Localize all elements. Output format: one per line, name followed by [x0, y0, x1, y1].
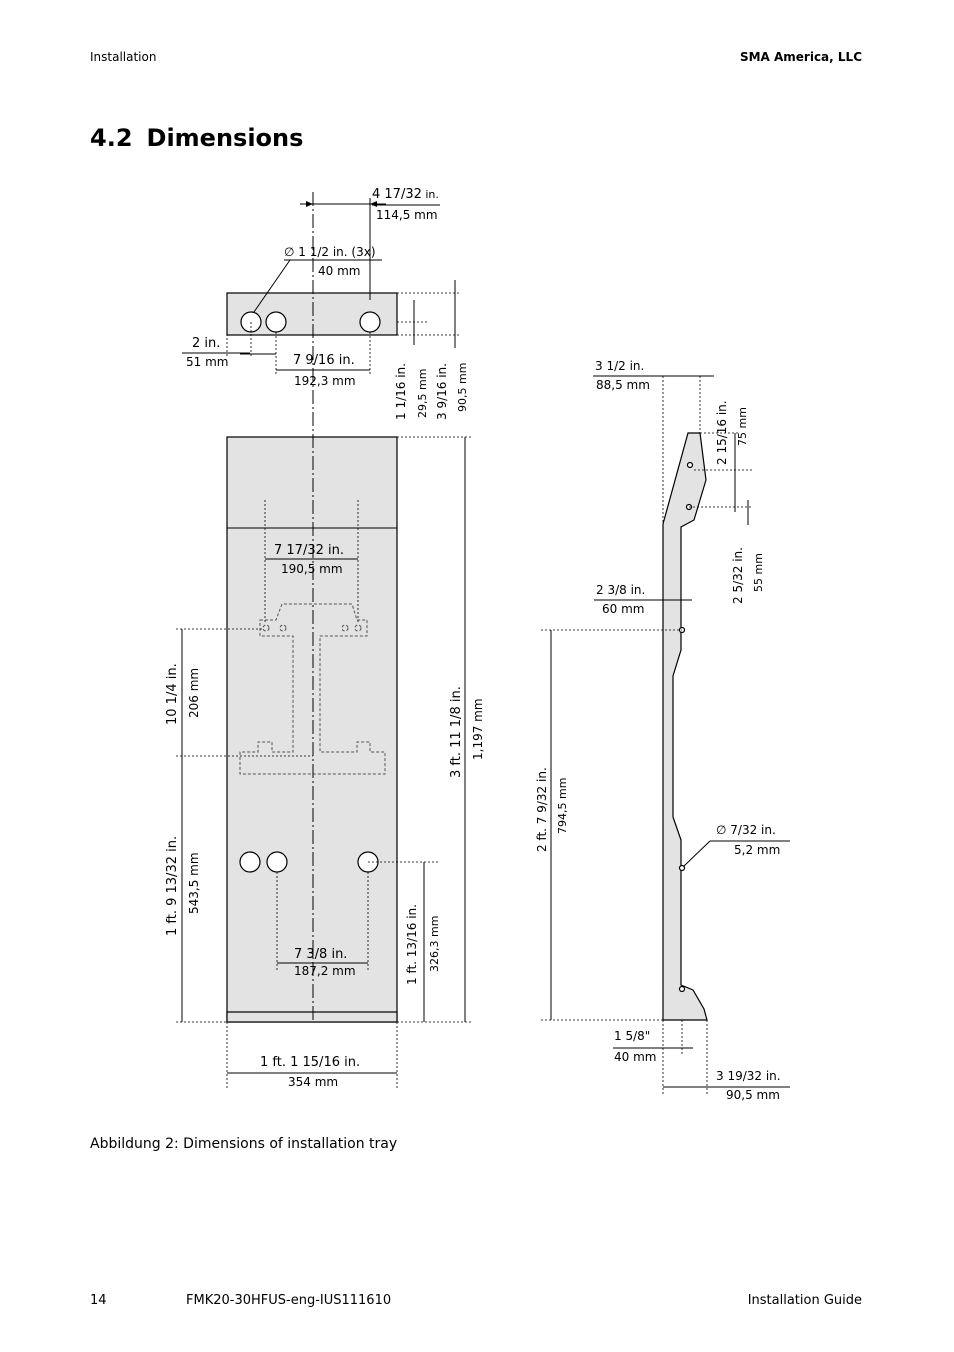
hidden-hole: [341, 624, 349, 632]
side-hole: [686, 461, 694, 469]
dim-bottom-depth-mm: 90,5 mm: [726, 1088, 780, 1102]
dim-hole-dia-in: ∅ 1 1/2 in. (3x): [284, 245, 376, 259]
side-hole: [678, 864, 686, 872]
dim-side-length-mm: 794,5 mm: [556, 778, 569, 834]
bracket-hole: [265, 311, 287, 333]
dim-foot-mm: 40 mm: [614, 1050, 656, 1064]
dim-side-top-off-in: 3 1/2 in.: [595, 359, 644, 373]
footer-page-number: 14: [90, 1293, 107, 1308]
dim-inner-width-mm: 190,5 mm: [281, 562, 343, 576]
tray-plate: [226, 436, 398, 1023]
dim-hole-dia-mm: 40 mm: [318, 264, 360, 278]
side-hole: [678, 985, 686, 993]
dim-bottom-depth-in: 3 19/32 in.: [716, 1069, 781, 1083]
dim-small-hole-in: ∅ 7/32 in.: [716, 823, 776, 837]
dim-side-step-mm: 55 mm: [752, 553, 765, 592]
side-profile: [662, 432, 708, 1021]
header-company: SMA America, LLC: [739, 50, 862, 64]
dim-bottom-hole-h-in: 1 ft. 13/16 in.: [405, 904, 419, 985]
dim-bracket-h1-mm: 29,5 mm: [416, 369, 429, 418]
dim-bracket-h2-mm: 90,5 mm: [456, 363, 469, 412]
hidden-hole: [354, 624, 362, 632]
plate-hole: [266, 851, 288, 873]
hidden-hole: [262, 624, 270, 632]
footer-doc-id: FMK20-30HFUS-eng-IUS111610: [186, 1293, 392, 1308]
dim-top-width-mm: 114,5 mm: [376, 208, 438, 222]
dim-side-step-in: 2 5/32 in.: [731, 547, 745, 604]
dim-bottom-hole-sp-in: 7 3/8 in.: [294, 947, 347, 962]
dim-hole-spacing-mm: 192,3 mm: [294, 374, 356, 388]
dim-side-depth-in: 2 3/8 in.: [596, 583, 645, 597]
dim-edge-in: 2 in.: [192, 336, 220, 351]
dim-bottom-hole-h-mm: 326,3 mm: [428, 916, 441, 972]
section-title: 4.2 Dimensions: [90, 124, 303, 152]
dim-side-tip-h-in: 2 15/16 in.: [715, 400, 729, 465]
dim-side-top-off-mm: 88,5 mm: [596, 378, 650, 392]
dim-total-width-in: 1 ft. 1 15/16 in.: [260, 1055, 360, 1070]
dim-side-tip-h-mm: 75 mm: [736, 407, 749, 446]
footer-guide-name: Installation Guide: [747, 1293, 862, 1308]
dim-bracket-h2-in: 3 9/16 in.: [435, 363, 449, 420]
dim-small-hole-mm: 5,2 mm: [734, 843, 780, 857]
leader-line: [253, 259, 291, 313]
arrowhead: [306, 201, 313, 207]
dim-lower-height-in: 1 ft. 9 13/32 in.: [165, 836, 180, 936]
dim-bracket-h1-in: 1 1/16 in.: [394, 363, 408, 420]
bracket-hole: [359, 311, 381, 333]
dim-side-depth-mm: 60 mm: [602, 602, 644, 616]
hidden-hole: [279, 624, 287, 632]
dim-total-width-mm: 354 mm: [288, 1075, 338, 1089]
dim-upper-height-mm: 206 mm: [187, 668, 201, 718]
dim-top-width-in: 4 17/32 in.: [372, 187, 439, 202]
dim-edge-mm: 51 mm: [186, 355, 228, 369]
dim-inner-width-in: 7 17/32 in.: [274, 543, 344, 558]
dim-lower-height-mm: 543,5 mm: [187, 852, 201, 914]
section-title-text: Dimensions: [146, 124, 304, 152]
figure-caption: Abbildung 2: Dimensions of installation …: [90, 1136, 398, 1152]
header-section: Installation: [90, 50, 157, 64]
dim-upper-height-in: 10 1/4 in.: [165, 663, 180, 725]
dim-foot-in: 1 5/8": [614, 1029, 650, 1043]
tray-bottom-flange: [226, 1011, 398, 1023]
plate-hole: [239, 851, 261, 873]
dim-total-height-in: 3 ft. 11 1/8 in.: [449, 686, 464, 778]
leader-line: [683, 840, 711, 867]
section-number: 4.2: [90, 124, 133, 152]
dim-bottom-hole-sp-mm: 187,2 mm: [294, 964, 356, 978]
dim-side-length-in: 2 ft. 7 9/32 in.: [535, 767, 549, 852]
dim-total-height-mm: 1,197 mm: [471, 698, 485, 760]
dim-hole-spacing-in: 7 9/16 in.: [293, 353, 355, 368]
